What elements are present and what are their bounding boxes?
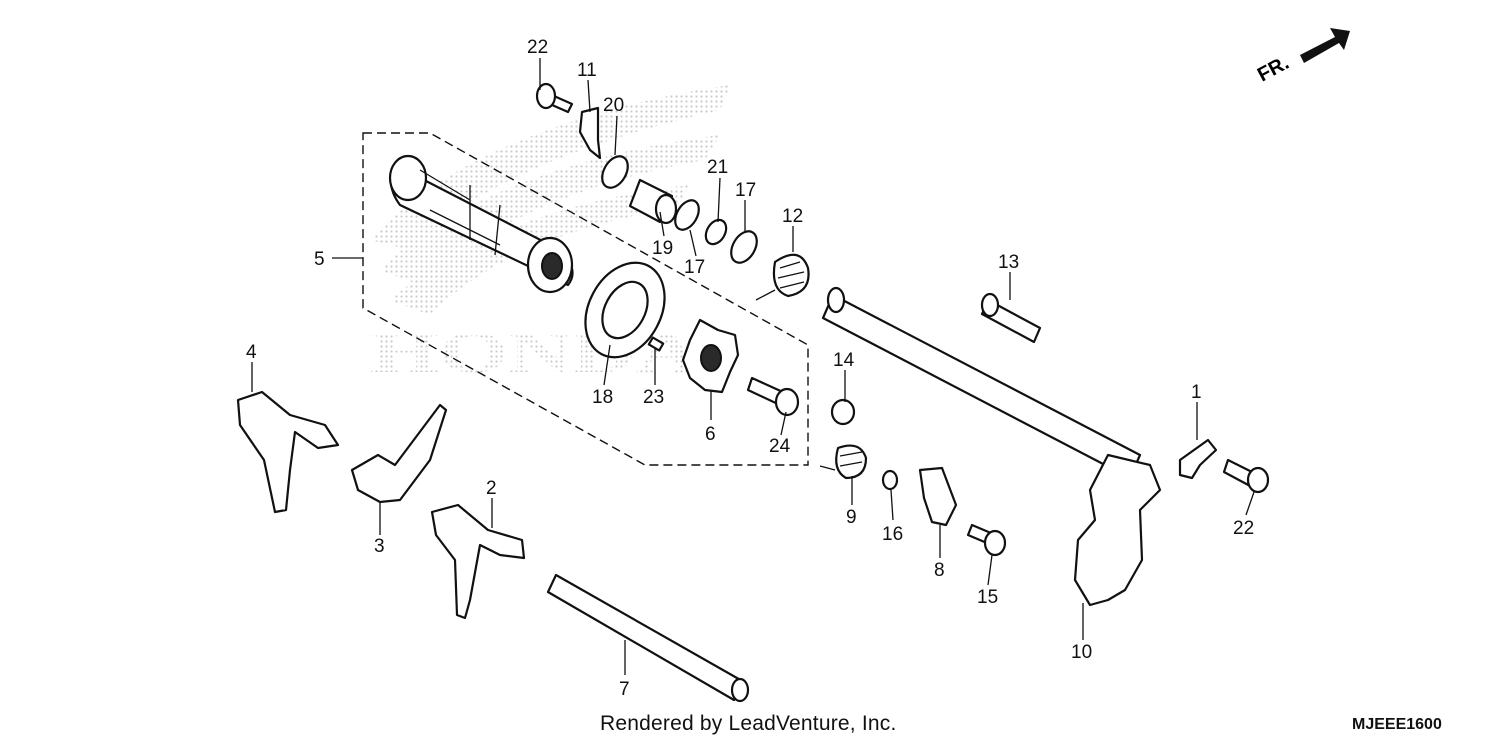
bolt-22-right bbox=[1222, 458, 1270, 494]
shift-drum-cam bbox=[681, 318, 740, 394]
gearshift-arm bbox=[1073, 453, 1162, 607]
callout-22-right: 22 bbox=[1233, 518, 1254, 539]
callout-5: 5 bbox=[314, 249, 325, 270]
shift-drum bbox=[388, 154, 574, 294]
leader-lines bbox=[251, 58, 1255, 675]
stopper-arm-8 bbox=[918, 466, 958, 527]
circlip-21 bbox=[704, 218, 728, 246]
dowel-pin bbox=[647, 336, 665, 352]
shift-fork-4 bbox=[236, 390, 340, 514]
bolt-15 bbox=[966, 523, 1007, 557]
callout-19: 19 bbox=[652, 238, 673, 259]
callout-14: 14 bbox=[833, 350, 855, 371]
callout-21: 21 bbox=[707, 157, 728, 178]
bolt-14 bbox=[830, 398, 856, 426]
callout-17-bottom: 17 bbox=[684, 257, 705, 278]
shift-fork-3 bbox=[350, 403, 448, 504]
render-credit: Rendered by LeadVenture, Inc. bbox=[600, 712, 897, 735]
washer-17b bbox=[730, 230, 758, 264]
shift-fork-2 bbox=[430, 503, 526, 620]
bearing bbox=[584, 261, 666, 359]
callout-20: 20 bbox=[603, 95, 624, 116]
callout-24: 24 bbox=[769, 436, 791, 457]
callout-11: 11 bbox=[577, 60, 597, 81]
callout-13: 13 bbox=[998, 252, 1019, 273]
cam-bolt bbox=[746, 376, 800, 417]
callout-9: 9 bbox=[846, 507, 857, 528]
honda-wing-watermark: HONDA bbox=[370, 85, 730, 385]
callout-6: 6 bbox=[705, 424, 716, 445]
return-spring bbox=[755, 253, 810, 301]
callout-1: 1 bbox=[1191, 382, 1202, 403]
callout-4: 4 bbox=[246, 342, 257, 363]
callout-8: 8 bbox=[934, 560, 945, 581]
callout-12: 12 bbox=[782, 206, 803, 227]
callout-2: 2 bbox=[486, 478, 497, 499]
washer-16 bbox=[881, 469, 899, 491]
bolt-22-top bbox=[535, 82, 574, 114]
stopper-plate bbox=[578, 106, 602, 160]
collar-plate bbox=[1178, 438, 1218, 480]
callout-16: 16 bbox=[882, 524, 903, 545]
front-direction-arrow bbox=[1300, 28, 1350, 63]
diagram-id: MJEEE1600 bbox=[1352, 716, 1442, 733]
washer-20 bbox=[601, 155, 629, 189]
washer-17 bbox=[674, 199, 700, 231]
front-direction-label: FR. bbox=[1254, 52, 1293, 87]
callout-7: 7 bbox=[619, 679, 630, 700]
spring-9 bbox=[819, 444, 868, 480]
callout-15: 15 bbox=[977, 587, 998, 608]
fork-shaft bbox=[546, 573, 750, 703]
callout-3: 3 bbox=[374, 536, 385, 557]
callout-17-top: 17 bbox=[735, 180, 756, 201]
bushing-19 bbox=[628, 178, 678, 225]
callout-23: 23 bbox=[643, 387, 664, 408]
callout-18: 18 bbox=[592, 387, 613, 408]
callout-22-top: 22 bbox=[527, 37, 548, 58]
assembly-outline bbox=[362, 132, 809, 466]
gearshift-spindle bbox=[821, 286, 1142, 480]
stud-bolt bbox=[980, 292, 1042, 344]
callout-10: 10 bbox=[1071, 642, 1092, 663]
